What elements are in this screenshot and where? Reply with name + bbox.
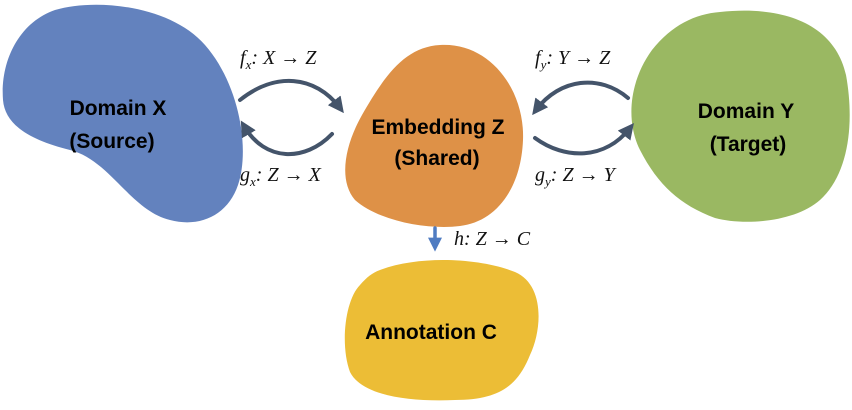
gx-arrow [240,120,334,157]
gy-label: gy: Z → Y [535,164,617,189]
embedding-z-blob [345,44,524,227]
annotation-c-title: Annotation C [365,321,497,344]
fx-label: fx: X → Z [240,47,317,72]
gx-label: gx: Z → X [240,164,322,189]
fy-label: fy: Y → Z [535,47,611,72]
domain-y-blob [631,10,850,222]
fy-arrow [532,80,630,116]
gy-arrow [533,122,634,156]
annotation-c-node: Annotation C [344,260,539,401]
domain-x-subtitle: (Source) [69,130,154,153]
domain-x-node: Domain X (Source) [2,4,243,223]
embedding-z-node: Embedding Z (Shared) [345,44,524,227]
domain-x-title: Domain X [70,97,167,120]
domain-y-title: Domain Y [698,100,794,123]
h-label: h: Z → C [454,228,531,250]
fx-arrow [238,79,344,114]
domain-y-subtitle: (Target) [710,133,787,156]
domain-x-blob [2,4,243,223]
embedding-z-title: Embedding Z [372,116,505,139]
domain-y-node: Domain Y (Target) [631,10,850,222]
embedding-z-subtitle: (Shared) [394,147,479,170]
annotation-c-blob [344,260,539,401]
